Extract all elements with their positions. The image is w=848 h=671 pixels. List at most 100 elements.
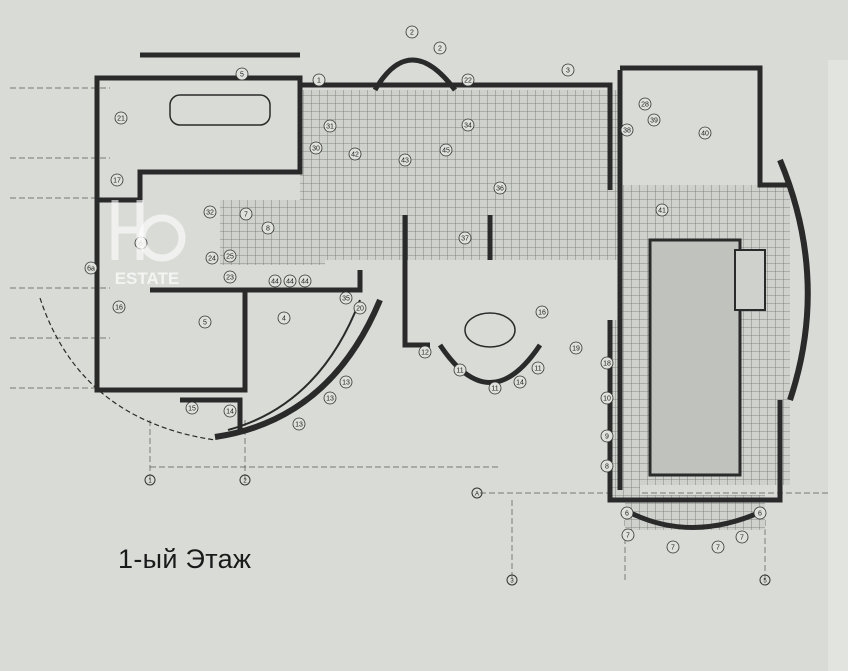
home-estate-watermark-logo: ESTATE	[111, 200, 186, 288]
room-number: 20	[356, 306, 364, 313]
axis-marker-circle	[506, 574, 518, 586]
room-number: 17	[113, 178, 121, 185]
room-number: 2	[438, 46, 442, 53]
room-number-circle	[292, 417, 306, 431]
room-number: 7	[244, 212, 248, 219]
room-number-circle	[203, 205, 217, 219]
axis-marker-circle	[759, 574, 771, 586]
room-number-circle	[235, 67, 249, 81]
dining-table	[464, 312, 516, 348]
room-number: 14	[226, 409, 234, 416]
room-number: 44	[301, 279, 309, 286]
room-number-circle	[620, 123, 634, 137]
room-number-circle	[114, 111, 128, 125]
room-number-circle	[268, 274, 282, 288]
room-number-circle	[84, 261, 98, 275]
room-number-circle	[205, 251, 219, 265]
pool	[648, 238, 742, 477]
car-drawing	[169, 94, 271, 126]
adjacent-sheet	[828, 60, 848, 671]
room-number: 5	[240, 72, 244, 79]
room-number: 41	[658, 208, 666, 215]
watermark-text: ESTATE	[115, 269, 180, 288]
room-number: 39	[650, 118, 658, 125]
room-number: 22	[464, 78, 472, 85]
room-number: 7	[626, 533, 630, 540]
room-number-circle	[353, 301, 367, 315]
room-number-circle	[620, 506, 634, 520]
room-number-circle	[112, 300, 126, 314]
room-number-circle	[735, 530, 749, 544]
floor-caption: 1-ый Этаж	[118, 544, 252, 574]
room-number-circle	[600, 429, 614, 443]
axis-marker-label: 2	[243, 479, 247, 485]
room-number-circle	[323, 119, 337, 133]
room-number-circle	[223, 270, 237, 284]
room-number-circle	[458, 231, 472, 245]
room-number: 38	[623, 128, 631, 135]
room-number: 6	[758, 511, 762, 518]
room-number-circle	[493, 181, 507, 195]
room-number-circle	[711, 540, 725, 554]
room-number-circle	[647, 113, 661, 127]
room-number: 11	[534, 366, 541, 373]
grid-lines	[10, 87, 830, 580]
room-number-circle	[513, 375, 527, 389]
room-number: 31	[326, 124, 334, 131]
room-number-circle	[198, 315, 212, 329]
room-number: 40	[701, 131, 709, 138]
room-number: 10	[603, 396, 611, 403]
room-number-circle	[261, 221, 275, 235]
room-number: 37	[461, 236, 469, 243]
room-number: 5	[203, 320, 207, 327]
room-number: 43	[401, 158, 409, 165]
room-number-circle	[433, 41, 447, 55]
walls	[94, 52, 790, 503]
room-number-circle	[323, 391, 337, 405]
room-number: 3	[566, 68, 570, 75]
room-number: 30	[312, 146, 320, 153]
room-number: 1	[317, 78, 321, 85]
room-number-circle	[461, 118, 475, 132]
room-number: 13	[342, 380, 350, 387]
room-number-circle	[600, 459, 614, 473]
room-number-circle	[753, 506, 767, 520]
room-number-circle	[312, 73, 326, 87]
room-number-circle	[223, 404, 237, 418]
room-number: 16	[538, 310, 546, 317]
room-number-circle	[655, 203, 669, 217]
room-number-circle	[453, 363, 467, 377]
room-number-circle	[298, 274, 312, 288]
room-number-circle	[488, 381, 502, 395]
room-number-circle	[239, 207, 253, 221]
room-number-circle	[339, 291, 353, 305]
room-number: 14	[516, 380, 524, 387]
room-number-circle	[277, 311, 291, 325]
room-number: 32	[206, 210, 214, 217]
room-number: 34	[464, 123, 472, 130]
room-number-circle	[398, 153, 412, 167]
room-number: 4	[282, 316, 286, 323]
room-number: 9	[605, 434, 609, 441]
room-number: 44	[286, 279, 294, 286]
room-number-circle	[110, 173, 124, 187]
room-number: 12	[421, 350, 429, 357]
room-number: 7	[671, 545, 675, 552]
room-number: 42	[351, 152, 359, 159]
room-number-circle	[439, 143, 453, 157]
room-number-circle	[405, 25, 419, 39]
room-number: 25	[226, 254, 234, 261]
room-number-circle	[666, 540, 680, 554]
room-number-circle	[461, 73, 475, 87]
room-number: 44	[271, 279, 279, 286]
room-number-circle	[309, 141, 323, 155]
room-number: 6	[625, 511, 629, 518]
room-number: 18	[603, 361, 611, 368]
axis-marker-circle	[144, 474, 156, 486]
room-number-circle	[418, 345, 432, 359]
room-number-circle	[223, 249, 237, 263]
room-number-circle	[185, 401, 199, 415]
